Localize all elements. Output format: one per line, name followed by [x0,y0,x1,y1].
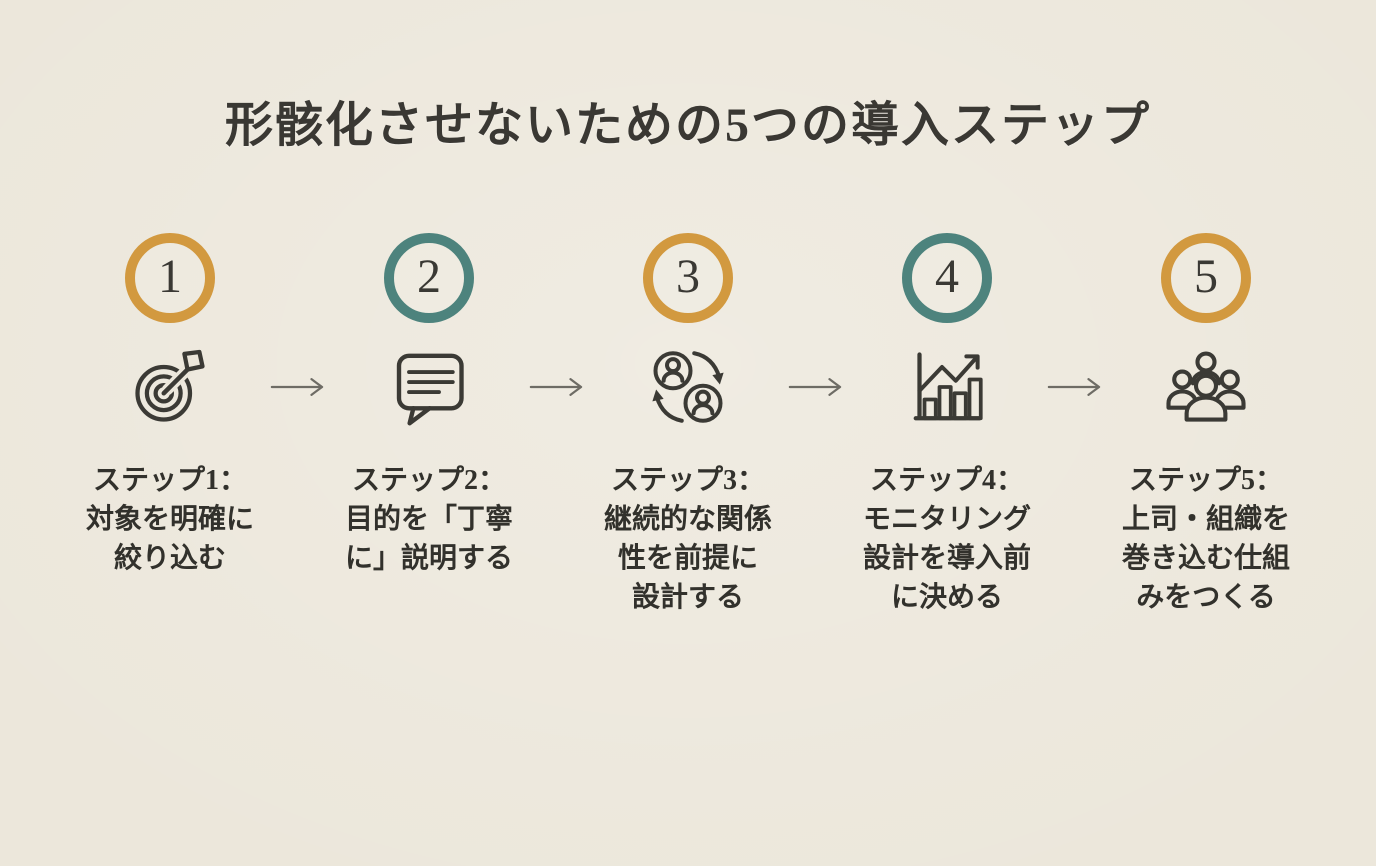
speech-bubble-icon [389,347,469,427]
label-line: 対象を明確に [85,504,254,536]
steps-flow: 1 ステップ1： 対象を明確に 絞り込む [0,233,1376,617]
label-line: ステップ4： [869,465,1024,497]
step-number: 3 [676,250,700,304]
label-line: 絞り込む [113,543,226,575]
page-title: 形骸化させないための5つの導入ステップ [224,99,1151,152]
label-line: ステップ3： [610,465,765,497]
label-line: 継続的な関係 [603,504,772,536]
people-group-icon [1166,347,1246,427]
label-line: に」説明する [344,543,513,575]
label-line: 上司・組織を [1121,504,1290,536]
arrow-right-icon [270,376,329,617]
arrow-right-icon [529,376,588,617]
label-line: 設計する [631,582,744,614]
step-2-label: ステップ2： 目的を「丁寧 に」説明する [345,461,513,578]
step-number: 4 [935,250,959,304]
step-5-label: ステップ5： 上司・組織を 巻き込む仕組 みをつくる [1122,461,1290,617]
label-line: 目的を「丁寧 [344,504,513,536]
step-3-number-ring: 3 [643,233,733,324]
step-4-number-ring: 4 [902,233,992,324]
step-number: 2 [417,250,441,304]
step-1-label: ステップ1： 対象を明確に 絞り込む [86,461,254,578]
step-number: 5 [1194,250,1218,304]
label-line: ステップ5： [1128,465,1283,497]
step-2: 2 ステップ2： 目的を「丁寧 に」説明する [329,233,529,617]
label-line: 巻き込む仕組 [1121,543,1290,575]
infographic-canvas: 形骸化させないための5つの導入ステップ 1 ステップ1： 対象を明確に [0,98,1376,866]
target-icon [130,347,210,427]
label-line: ステップ2： [351,465,506,497]
step-2-number-ring: 2 [384,233,474,324]
step-3-label: ステップ3： 継続的な関係 性を前提に 設計する [604,461,772,617]
step-4-label: ステップ4： モニタリング 設計を導入前 に決める [863,461,1031,617]
bar-chart-trend-icon [907,347,987,427]
label-line: 性を前提に [617,543,758,575]
step-5: 5 ステップ5： 上司・組織を 巻き込む仕組 みをつくる [1106,233,1306,617]
step-1-number-ring: 1 [125,233,215,324]
label-line: みをつくる [1136,582,1276,614]
arrow-right-icon [788,376,847,617]
label-line: ステップ1： [92,465,247,497]
label-line: モニタリング [862,504,1031,536]
arrow-right-icon [1047,376,1106,617]
step-3: 3 ステップ3： 継続的な関係 性を前提 [588,233,788,617]
people-exchange-icon [648,347,728,427]
step-5-number-ring: 5 [1161,233,1251,324]
step-4: 4 ステップ4： モニタリング 設計を導入前 に決める [847,233,1047,617]
step-number: 1 [158,250,182,304]
label-line: 設計を導入前 [862,543,1031,575]
step-1: 1 ステップ1： 対象を明確に 絞り込む [70,233,270,617]
label-line: に決める [890,582,1003,614]
